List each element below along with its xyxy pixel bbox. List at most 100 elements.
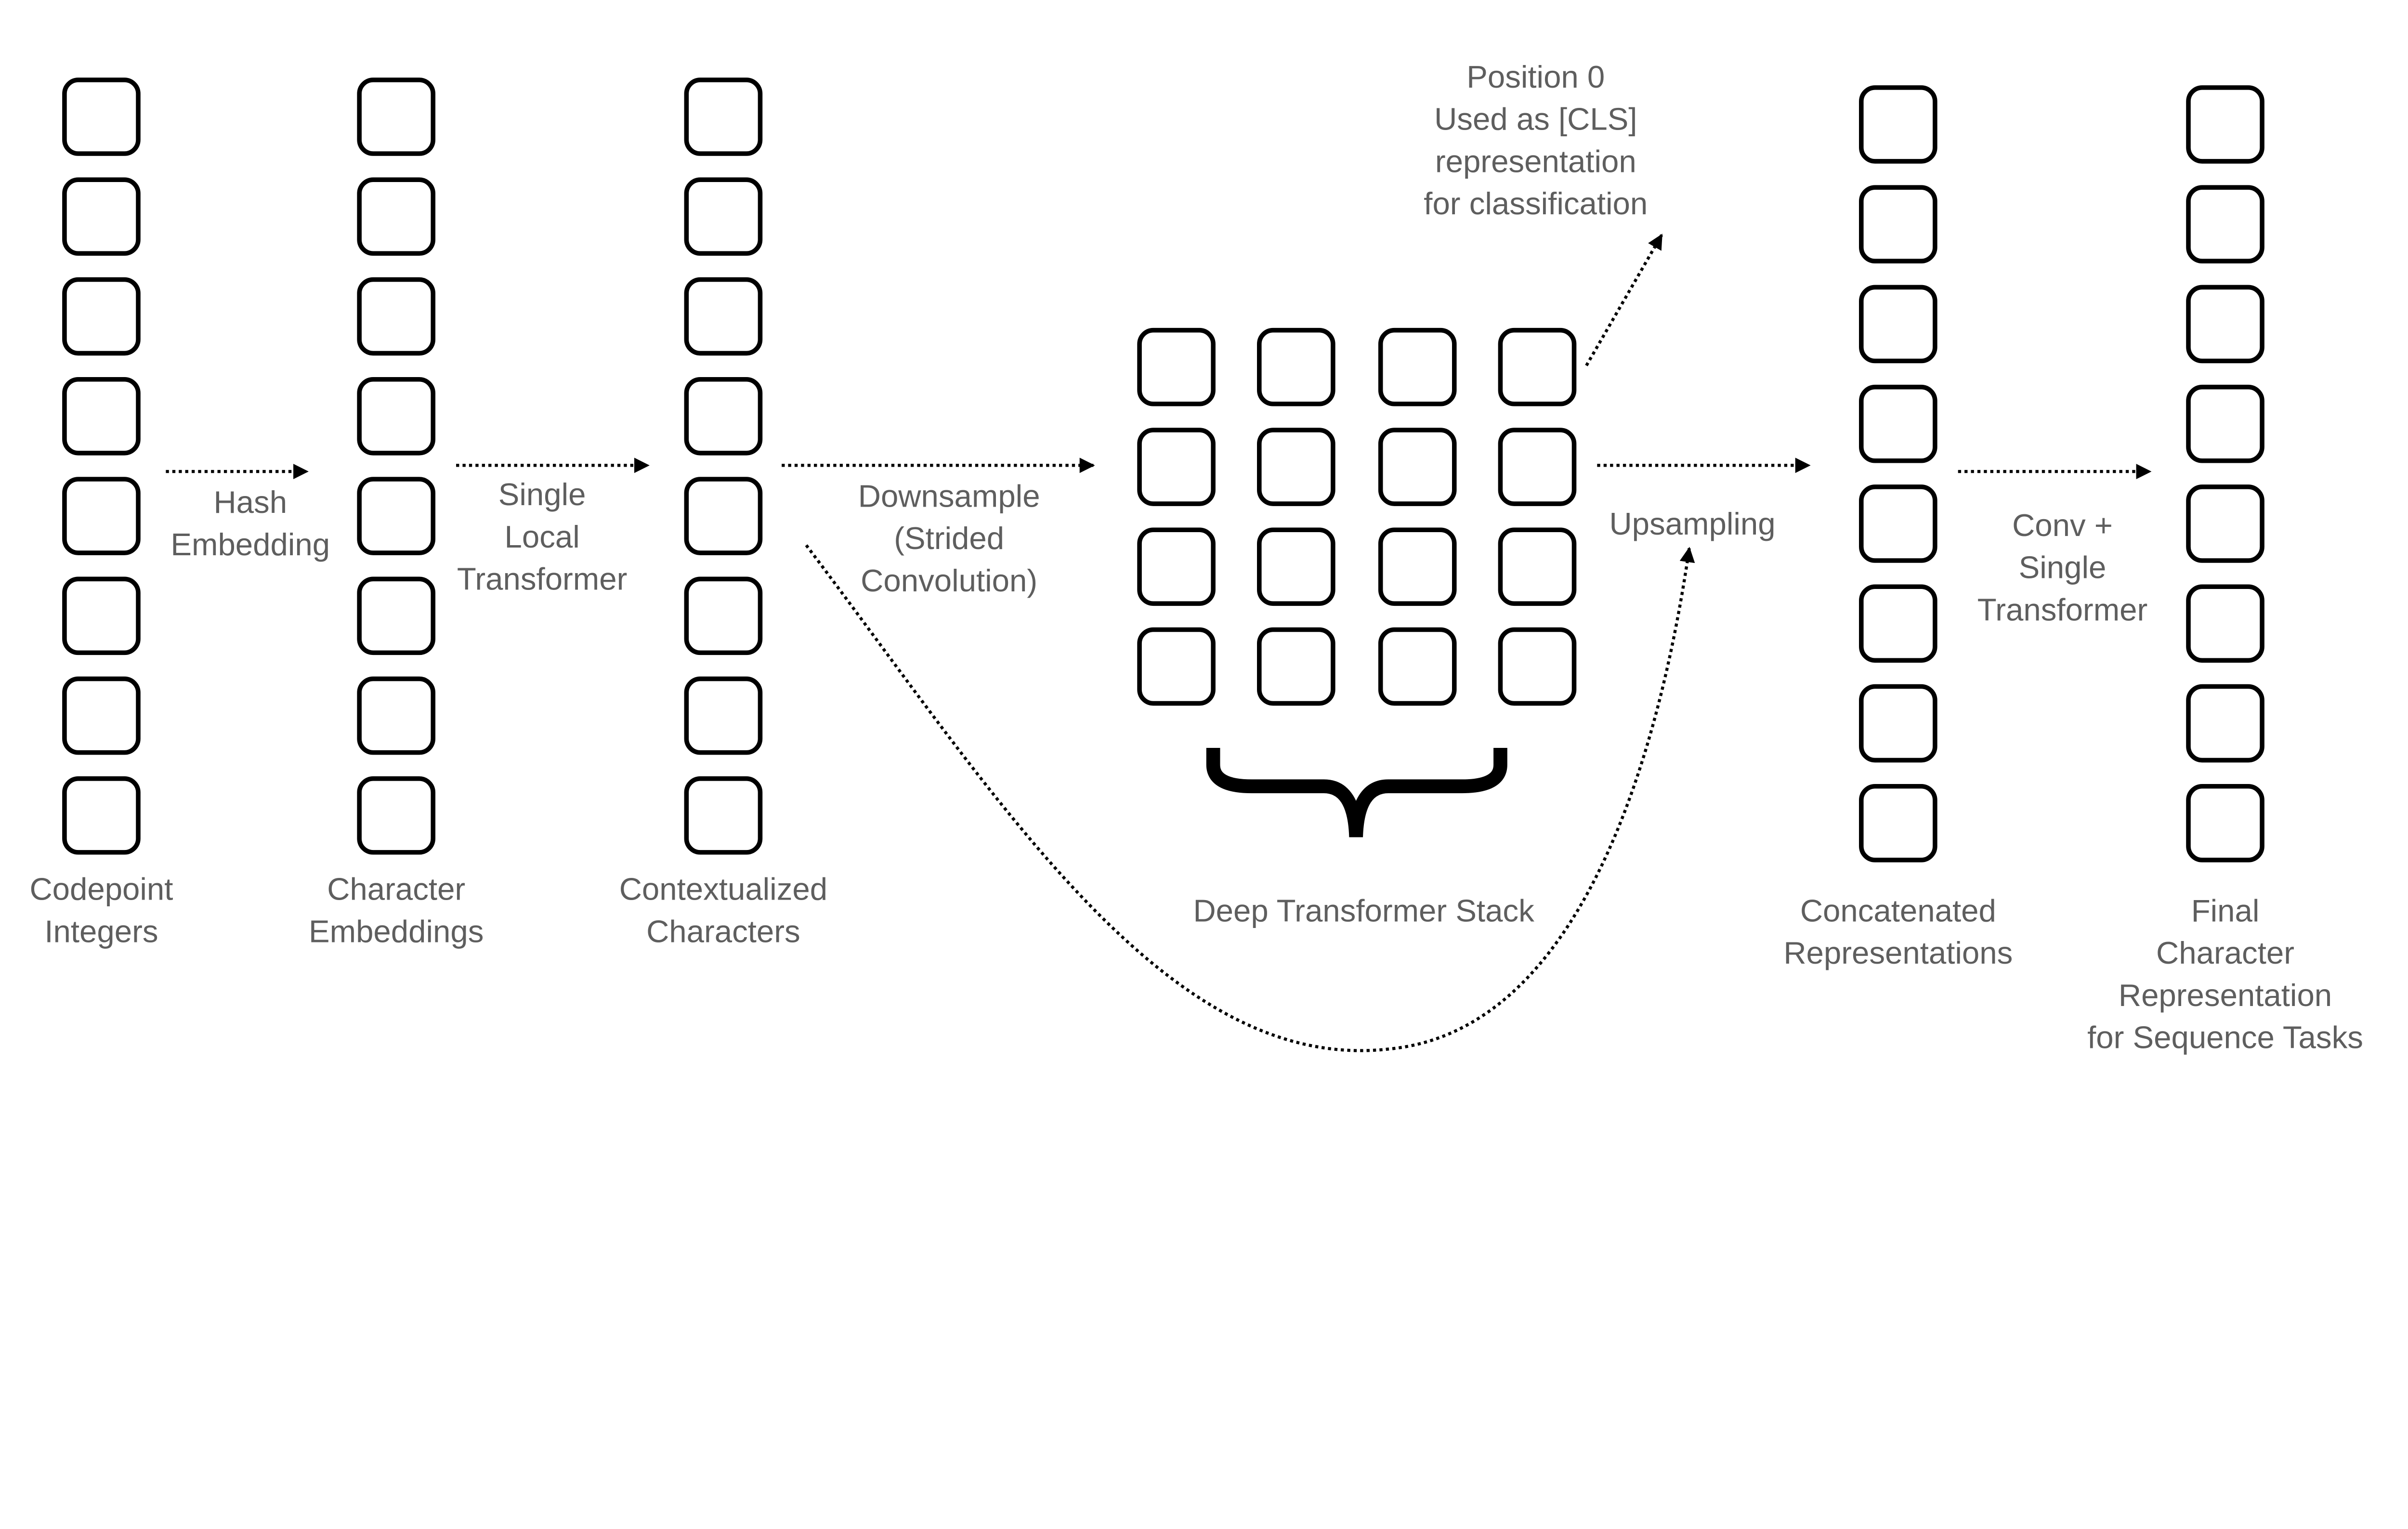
codepoint-cell (62, 277, 141, 356)
arrow-residual-skip (805, 544, 1695, 1052)
hash-embedding-label-line: Hash (213, 484, 287, 520)
char_emb-cell (357, 78, 436, 156)
deep-stack-cell (1137, 428, 1216, 506)
char_emb-cell (357, 177, 436, 256)
contextual-cell (684, 576, 763, 655)
final-cell (2186, 584, 2264, 663)
final-representation-label-line: for Sequence Tasks (2087, 1019, 2363, 1055)
contextual-cell (684, 277, 763, 356)
contextual-cell (684, 477, 763, 555)
local-transformer-label-line: Single (498, 477, 586, 512)
contextualized-characters-label-line: Characters (646, 914, 800, 949)
concat-cell (1859, 384, 1937, 463)
deep-stack-cell (1137, 527, 1216, 606)
local-transformer-label-line: Local (505, 519, 580, 554)
concat-cell (1859, 784, 1937, 863)
contextual-cell (684, 177, 763, 256)
concat-cell (1859, 185, 1937, 263)
contextual-cell (684, 377, 763, 456)
deep-stack-cell (1498, 627, 1577, 706)
deep-stack-cell (1257, 428, 1335, 506)
local-transformer-label-line: Transformer (457, 562, 627, 597)
character-embeddings-label-line: Character (327, 872, 465, 907)
char_emb-cell (357, 477, 436, 555)
upsampling-label: Upsampling (1609, 506, 1775, 541)
concat-cell (1859, 285, 1937, 364)
final-cell (2186, 684, 2264, 763)
concatenated-representations-label-line: Concatenated (1800, 893, 1996, 928)
codepoint-integers-label-line: Integers (44, 914, 158, 949)
final-cell (2186, 784, 2264, 863)
conv-transformer-label-line: Single (2019, 550, 2107, 585)
final-cell (2186, 384, 2264, 463)
concat-cell (1859, 684, 1937, 763)
deep-stack-cell (1378, 428, 1457, 506)
concatenated-representations-label-line: Representations (1783, 935, 2013, 970)
deep-stack-cell (1257, 327, 1335, 406)
cls-position-label-line: Used as [CLS] (1434, 102, 1637, 137)
conv-transformer-label-line: Transformer (1977, 592, 2147, 627)
downsample-label-line: Downsample (858, 478, 1040, 513)
final-cell (2186, 185, 2264, 263)
character-embeddings-label-line: Embeddings (309, 914, 484, 949)
deep-stack-cell (1498, 428, 1577, 506)
arrow-cls (1585, 234, 1663, 366)
deep-stack-cell (1257, 527, 1335, 606)
contextualized-characters-label-line: Contextualized (619, 872, 827, 907)
hash-embedding-label-line: Embedding (170, 527, 330, 562)
cls-position-label-line: for classification (1424, 186, 1648, 221)
concat-cell (1859, 85, 1937, 164)
cls-position-label-line: representation (1435, 144, 1636, 179)
final-cell (2186, 484, 2264, 563)
char_emb-cell (357, 676, 436, 755)
final-cell (2186, 85, 2264, 164)
char_emb-cell (357, 776, 436, 855)
contextual-cell (684, 78, 763, 156)
deep-stack-cell (1137, 327, 1216, 406)
arrows (166, 234, 2152, 1052)
final-representation-label-line: Final (2191, 893, 2260, 928)
codepoint-cell (62, 776, 141, 855)
deep-stack-cell (1257, 627, 1335, 706)
downsample-label-line: (Strided (894, 521, 1004, 556)
concat-cell (1859, 584, 1937, 663)
cells (62, 78, 2264, 863)
deep-stack-cell (1498, 327, 1577, 406)
deep-transformer-stack-label: Deep Transformer Stack (1193, 893, 1534, 928)
codepoint-cell (62, 676, 141, 755)
downsample-label-line: Convolution) (861, 563, 1037, 598)
codepoint-cell (62, 576, 141, 655)
char_emb-cell (357, 277, 436, 356)
deep-stack-cell (1137, 627, 1216, 706)
codepoint-cell (62, 377, 141, 456)
conv-transformer-label-line: Conv + (2012, 508, 2113, 543)
codepoint-cell (62, 477, 141, 555)
final-representation-label-line: Representation (2119, 978, 2332, 1013)
final-representation-label-line: Character (2156, 935, 2294, 970)
final-cell (2186, 285, 2264, 364)
contextual-cell (684, 776, 763, 855)
deep-stack-cell (1378, 527, 1457, 606)
deep-stack-cell (1378, 627, 1457, 706)
contextual-cell (684, 676, 763, 755)
char_emb-cell (357, 576, 436, 655)
deep-stack-cell (1498, 527, 1577, 606)
codepoint-cell (62, 177, 141, 256)
codepoint-integers-label-line: Codepoint (29, 872, 173, 907)
upsampling-label-line: Upsampling (1609, 506, 1775, 541)
concat-cell (1859, 484, 1937, 563)
char_emb-cell (357, 377, 436, 456)
deep-stack-cell (1378, 327, 1457, 406)
cls-position-label-line: Position 0 (1466, 59, 1605, 94)
